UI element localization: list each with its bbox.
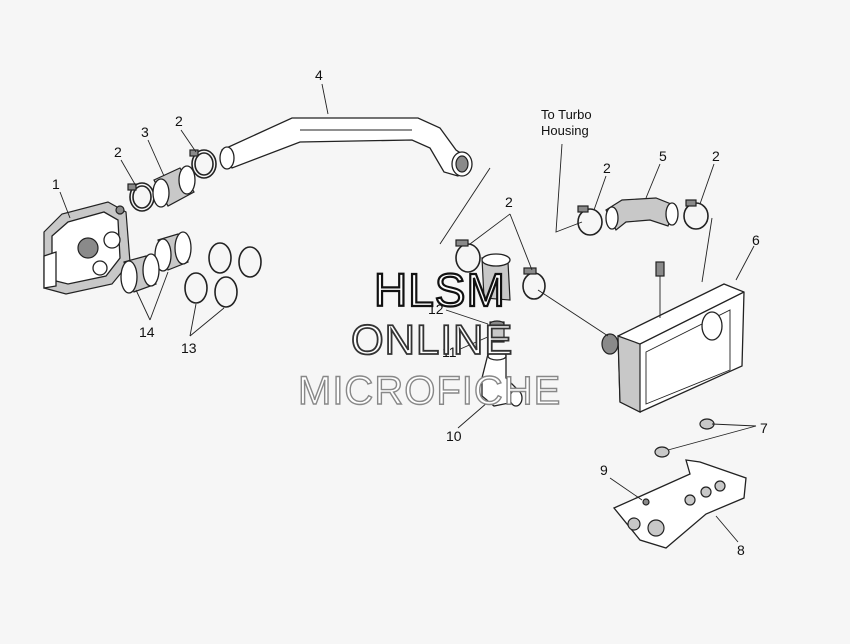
intercooler-6: [601, 261, 745, 413]
intake-tube-4: [219, 117, 473, 177]
elbow-10: [481, 351, 523, 407]
sleeve-14-lower: [120, 253, 160, 294]
grommet-7-lower: [654, 446, 670, 458]
clamp-2-turbo-left: [577, 205, 603, 236]
callout-6: 6: [752, 232, 760, 248]
turbo-note-line2: Housing: [541, 123, 589, 138]
watermark-line2: ONLINE: [351, 316, 513, 363]
screw-9: [642, 498, 650, 506]
sleeve-3: [152, 165, 196, 208]
callout-10: 10: [446, 428, 462, 444]
callout-4: 4: [315, 67, 323, 83]
callout-2: 2: [114, 144, 122, 160]
callout-labels: 1 2 3 2 4 2 2 5 2 6 7 8 9 10 11 12 13 14: [52, 67, 768, 558]
watermark-line3: MICROFICHE: [298, 369, 561, 413]
callout-9: 9: [600, 462, 608, 478]
callout-2: 2: [505, 194, 513, 210]
clamp-2-center-right: [522, 267, 546, 300]
air-box-housing: [43, 201, 131, 295]
callout-13: 13: [181, 340, 197, 356]
turbo-note-line1: To Turbo: [541, 107, 592, 122]
hose-12: [481, 253, 511, 301]
callout-2: 2: [712, 148, 720, 164]
callout-8: 8: [737, 542, 745, 558]
leader-lines: [59, 83, 757, 543]
clamp-2-turbo-right: [683, 199, 709, 230]
callout-5: 5: [659, 148, 667, 164]
clamp-2-upper: [189, 149, 217, 179]
clamp-2-left: [127, 182, 155, 212]
callout-14: 14: [139, 324, 155, 340]
watermark: HLSM ONLINE MICROFICHE: [297, 263, 561, 414]
hose-5: [605, 197, 679, 231]
callout-2: 2: [603, 160, 611, 176]
callout-12: 12: [428, 301, 444, 317]
turbo-housing-note: To Turbo Housing: [541, 107, 592, 138]
callout-7: 7: [760, 420, 768, 436]
watermark-line1: HLSM: [374, 264, 506, 316]
bracket-8: [612, 459, 747, 549]
callout-11: 11: [442, 344, 457, 360]
callout-1: 1: [52, 176, 60, 192]
sleeve-14-upper: [154, 231, 192, 272]
clamp-2-center-left: [455, 239, 481, 273]
callout-3: 3: [141, 124, 149, 140]
callout-2: 2: [175, 113, 183, 129]
clamps-13: [184, 242, 262, 308]
grommet-7-upper: [699, 418, 715, 430]
fitting-11: [489, 320, 505, 343]
